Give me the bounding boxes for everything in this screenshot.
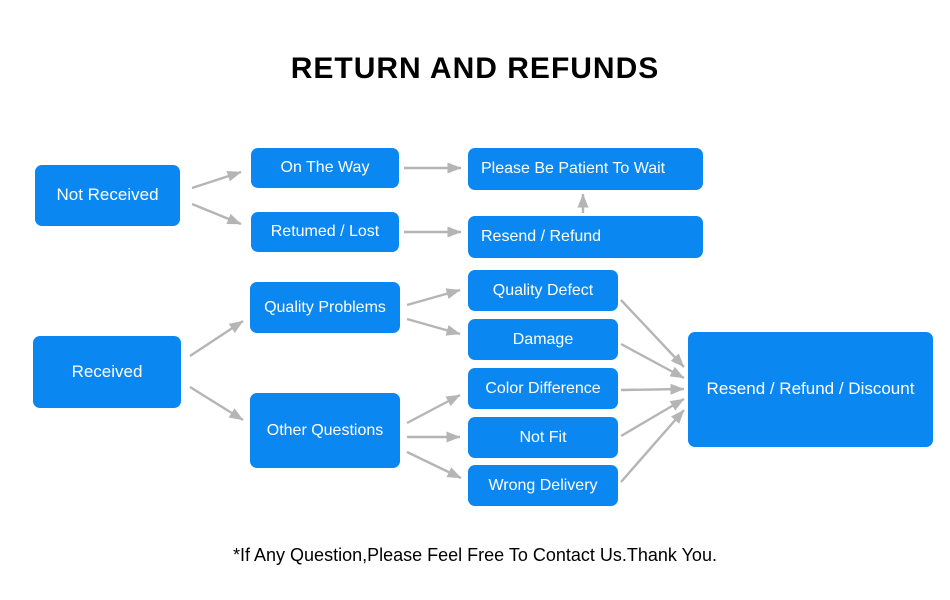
node-not-received: Not Received: [35, 165, 180, 226]
arrow-quality-problems-to-damage: [406, 317, 461, 336]
node-please-be-patient: Please Be Patient To Wait: [468, 148, 703, 190]
node-damage: Damage: [468, 319, 618, 360]
node-quality-problems: Quality Problems: [250, 282, 400, 333]
node-wrong-delivery: Wrong Delivery: [468, 465, 618, 506]
arrow-other-questions-to-color-difference: [406, 393, 461, 425]
node-returned-lost: Retumed / Lost: [251, 212, 399, 252]
arrow-other-questions-to-wrong-delivery: [406, 450, 462, 480]
arrow-not-received-to-on-the-way: [191, 170, 242, 190]
arrow-quality-defect-to-resend-refund-discount: [620, 299, 685, 368]
footer-note: *If Any Question,Please Feel Free To Con…: [233, 545, 717, 565]
arrow-damage-to-resend-refund-discount: [620, 342, 685, 380]
node-received: Received: [33, 336, 181, 408]
arrow-not-received-to-returned-lost: [191, 202, 242, 226]
arrow-quality-problems-to-quality-defect: [406, 288, 461, 307]
arrow-not-fit-to-resend-refund-discount: [620, 397, 685, 438]
arrow-wrong-delivery-to-resend-refund-discount: [620, 409, 685, 483]
node-quality-defect: Quality Defect: [468, 270, 618, 311]
arrow-received-to-quality-problems: [189, 319, 244, 358]
node-other-questions: Other Questions: [250, 393, 400, 468]
arrow-received-to-other-questions: [189, 385, 244, 422]
node-resend-refund-discount: Resend / Refund / Discount: [688, 332, 933, 447]
arrow-color-difference-to-resend-refund-discount: [620, 383, 685, 395]
page-title: RETURN AND REFUNDS: [290, 52, 660, 85]
node-resend-refund: Resend / Refund: [468, 216, 703, 258]
node-not-fit: Not Fit: [468, 417, 618, 458]
node-on-the-way: On The Way: [251, 148, 399, 188]
node-color-difference: Color Difference: [468, 368, 618, 409]
